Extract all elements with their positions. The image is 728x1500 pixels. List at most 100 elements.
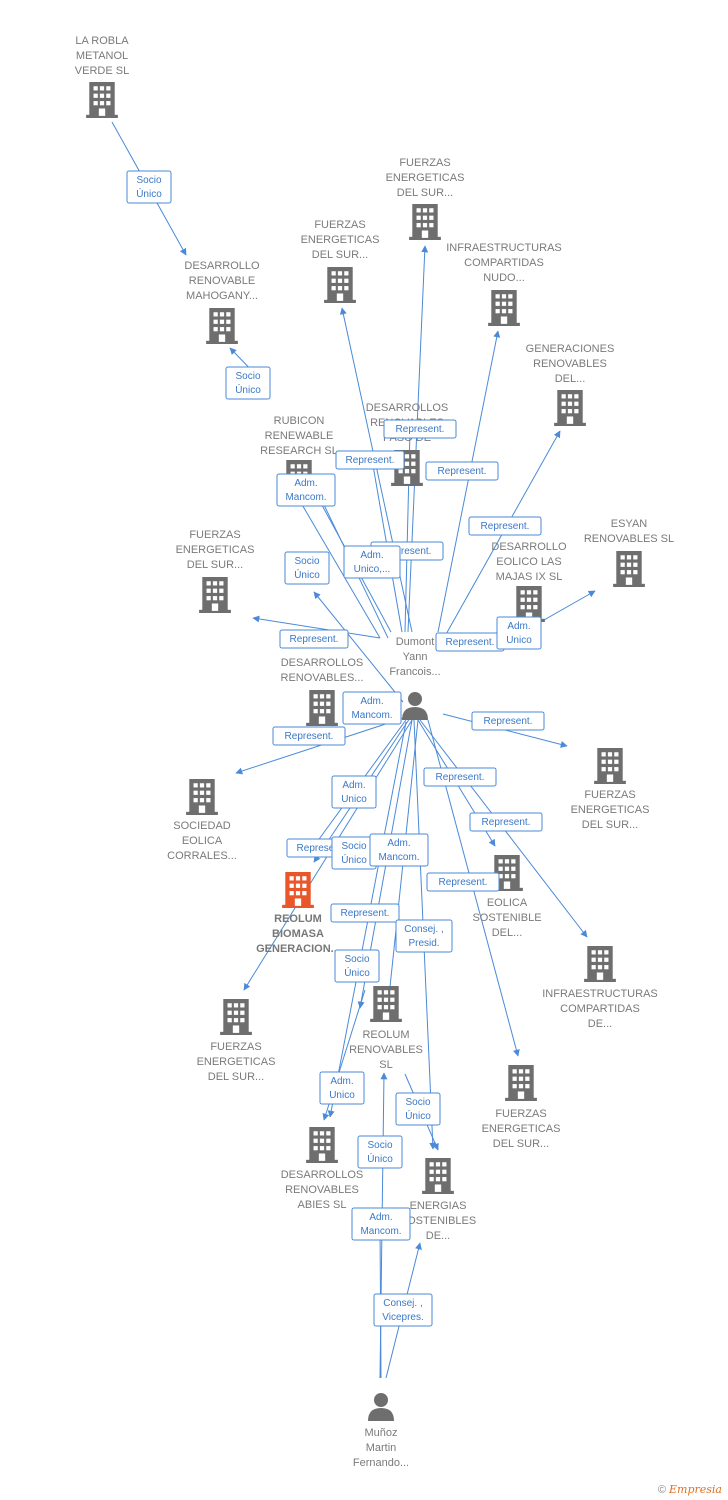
node-label: VERDE SL [75, 65, 129, 77]
node-label: DESARROLLO [491, 541, 567, 553]
edge-label[interactable]: Represent. [272, 726, 346, 746]
node-label: RENOVABLE [189, 275, 255, 287]
edge-label-text: Único [367, 1152, 393, 1165]
edge-label[interactable]: Adm. Mancom. [369, 833, 429, 867]
node-label: ENERGETICAS [386, 172, 465, 184]
building-icon [505, 1065, 537, 1101]
edge-label-box [426, 872, 500, 892]
edge-label[interactable]: Represent. [423, 767, 497, 787]
node-label: ABIES SL [298, 1199, 347, 1211]
edge-label-text: Único [294, 568, 320, 581]
node-label: REOLUM [274, 913, 322, 925]
edge-label[interactable]: Represent. [469, 812, 543, 832]
company-node-infra2[interactable]: INFRAESTRUCTURASCOMPARTIDASDE... [542, 946, 658, 1030]
node-label: ENERGIAS [410, 1200, 467, 1212]
edge-label-text: Adm. [507, 621, 530, 632]
person-node-munoz[interactable]: MuñozMartinFernando... [353, 1393, 409, 1469]
edge-label-box [319, 1071, 365, 1105]
edge-label-text: Socio [235, 371, 260, 382]
edge-label[interactable]: Adm.Mancom. [342, 691, 402, 725]
edge-label-text: Adm. [342, 780, 365, 791]
edge-label[interactable]: Adm.Unico [496, 616, 542, 650]
edge-label-text: Único [235, 383, 261, 396]
edge-label[interactable]: Consej. ,Vicepres. [373, 1293, 433, 1327]
edge-label[interactable]: Represent. [279, 629, 349, 649]
brand-name: Empresia [669, 1483, 722, 1496]
node-label: GENERACIONES [526, 343, 615, 355]
edge-label-text: Represent. [481, 521, 530, 532]
node-label: GENERACION... [256, 943, 340, 955]
edge-label[interactable]: Represent. [425, 461, 499, 481]
person-icon [402, 692, 428, 720]
edge-label-text: Represent. [396, 424, 445, 435]
company-node-reolum_bio[interactable]: REOLUMBIOMASAGENERACION... [256, 872, 340, 955]
footer-brand[interactable]: © Empresia [658, 1483, 722, 1496]
building-icon [324, 267, 356, 303]
company-node-desren2[interactable]: DESARROLLOSRENOVABLES... [281, 657, 364, 726]
edge-label[interactable]: Adm.Unico [319, 1071, 365, 1105]
edge-label-box [425, 461, 499, 481]
edge-label-box [331, 775, 377, 809]
edge-label-text: Represent. [484, 716, 533, 727]
company-node-fes1[interactable]: FUERZAS ENERGETICAS DEL SUR... [386, 157, 465, 240]
edge-label[interactable]: Represent. [335, 450, 405, 470]
company-node-mahog[interactable]: DESARROLLORENOVABLEMAHOGANY... [184, 260, 260, 344]
edge-label[interactable]: Represent. [471, 711, 545, 731]
company-node-genren[interactable]: GENERACIONESRENOVABLESDEL... [526, 343, 615, 426]
company-node-infra1[interactable]: INFRAESTRUCTURASCOMPARTIDASNUDO... [446, 242, 562, 326]
edge-label-box [225, 366, 271, 400]
edge-label-box [395, 919, 453, 953]
edge-label-text: Represent. [436, 772, 485, 783]
edge-label-text: Represent. [439, 877, 488, 888]
node-label: MAHOGANY... [186, 290, 258, 302]
edge-label-box [272, 726, 346, 746]
edge-label[interactable]: Adm.Mancom. [276, 473, 336, 507]
node-label: DEL SUR... [397, 187, 453, 199]
node-label: RUBICON [274, 415, 325, 427]
edge-label[interactable]: Represent. [435, 632, 505, 652]
node-label: SL [379, 1059, 392, 1071]
edge-label-text: Consej. , [383, 1298, 422, 1309]
company-node-eolica[interactable]: EOLICASOSTENIBLEDEL... [472, 855, 542, 939]
edge-label-text: Único [341, 853, 367, 866]
edge-label[interactable]: Adm.Mancom. [351, 1207, 411, 1241]
edge-label[interactable]: Adm.Unico [331, 775, 377, 809]
person-node-dumont[interactable]: DumontYannFrancois... [389, 636, 441, 720]
edge-label-box [330, 903, 400, 923]
relationship-edge [339, 307, 413, 633]
company-node-sociedad[interactable]: SOCIEDADEOLICACORRALES... [167, 779, 237, 862]
edge-label-text: Mancom. [378, 852, 419, 863]
node-label: DEL SUR... [493, 1138, 549, 1150]
edge-label-text: Represent. [383, 546, 432, 557]
edge-label[interactable]: Represent. [468, 516, 542, 536]
node-label: FUERZAS [399, 157, 450, 169]
edge-label-text: Consej. , [404, 924, 443, 935]
company-node-energias[interactable]: ENERGIASSOSTENIBLESDE... [400, 1158, 476, 1242]
building-icon [613, 551, 645, 587]
edge-label[interactable]: Consej. ,Presid. [395, 919, 453, 953]
edge-label[interactable]: Represent. [330, 903, 400, 923]
edge-label[interactable]: Represent. [383, 419, 457, 439]
copyright-icon: © [657, 1484, 666, 1496]
edge-label[interactable]: Adm.Unico,... [343, 545, 401, 579]
edge-label-text: Adm. [387, 838, 410, 849]
edge-label[interactable]: Represent. [426, 872, 500, 892]
